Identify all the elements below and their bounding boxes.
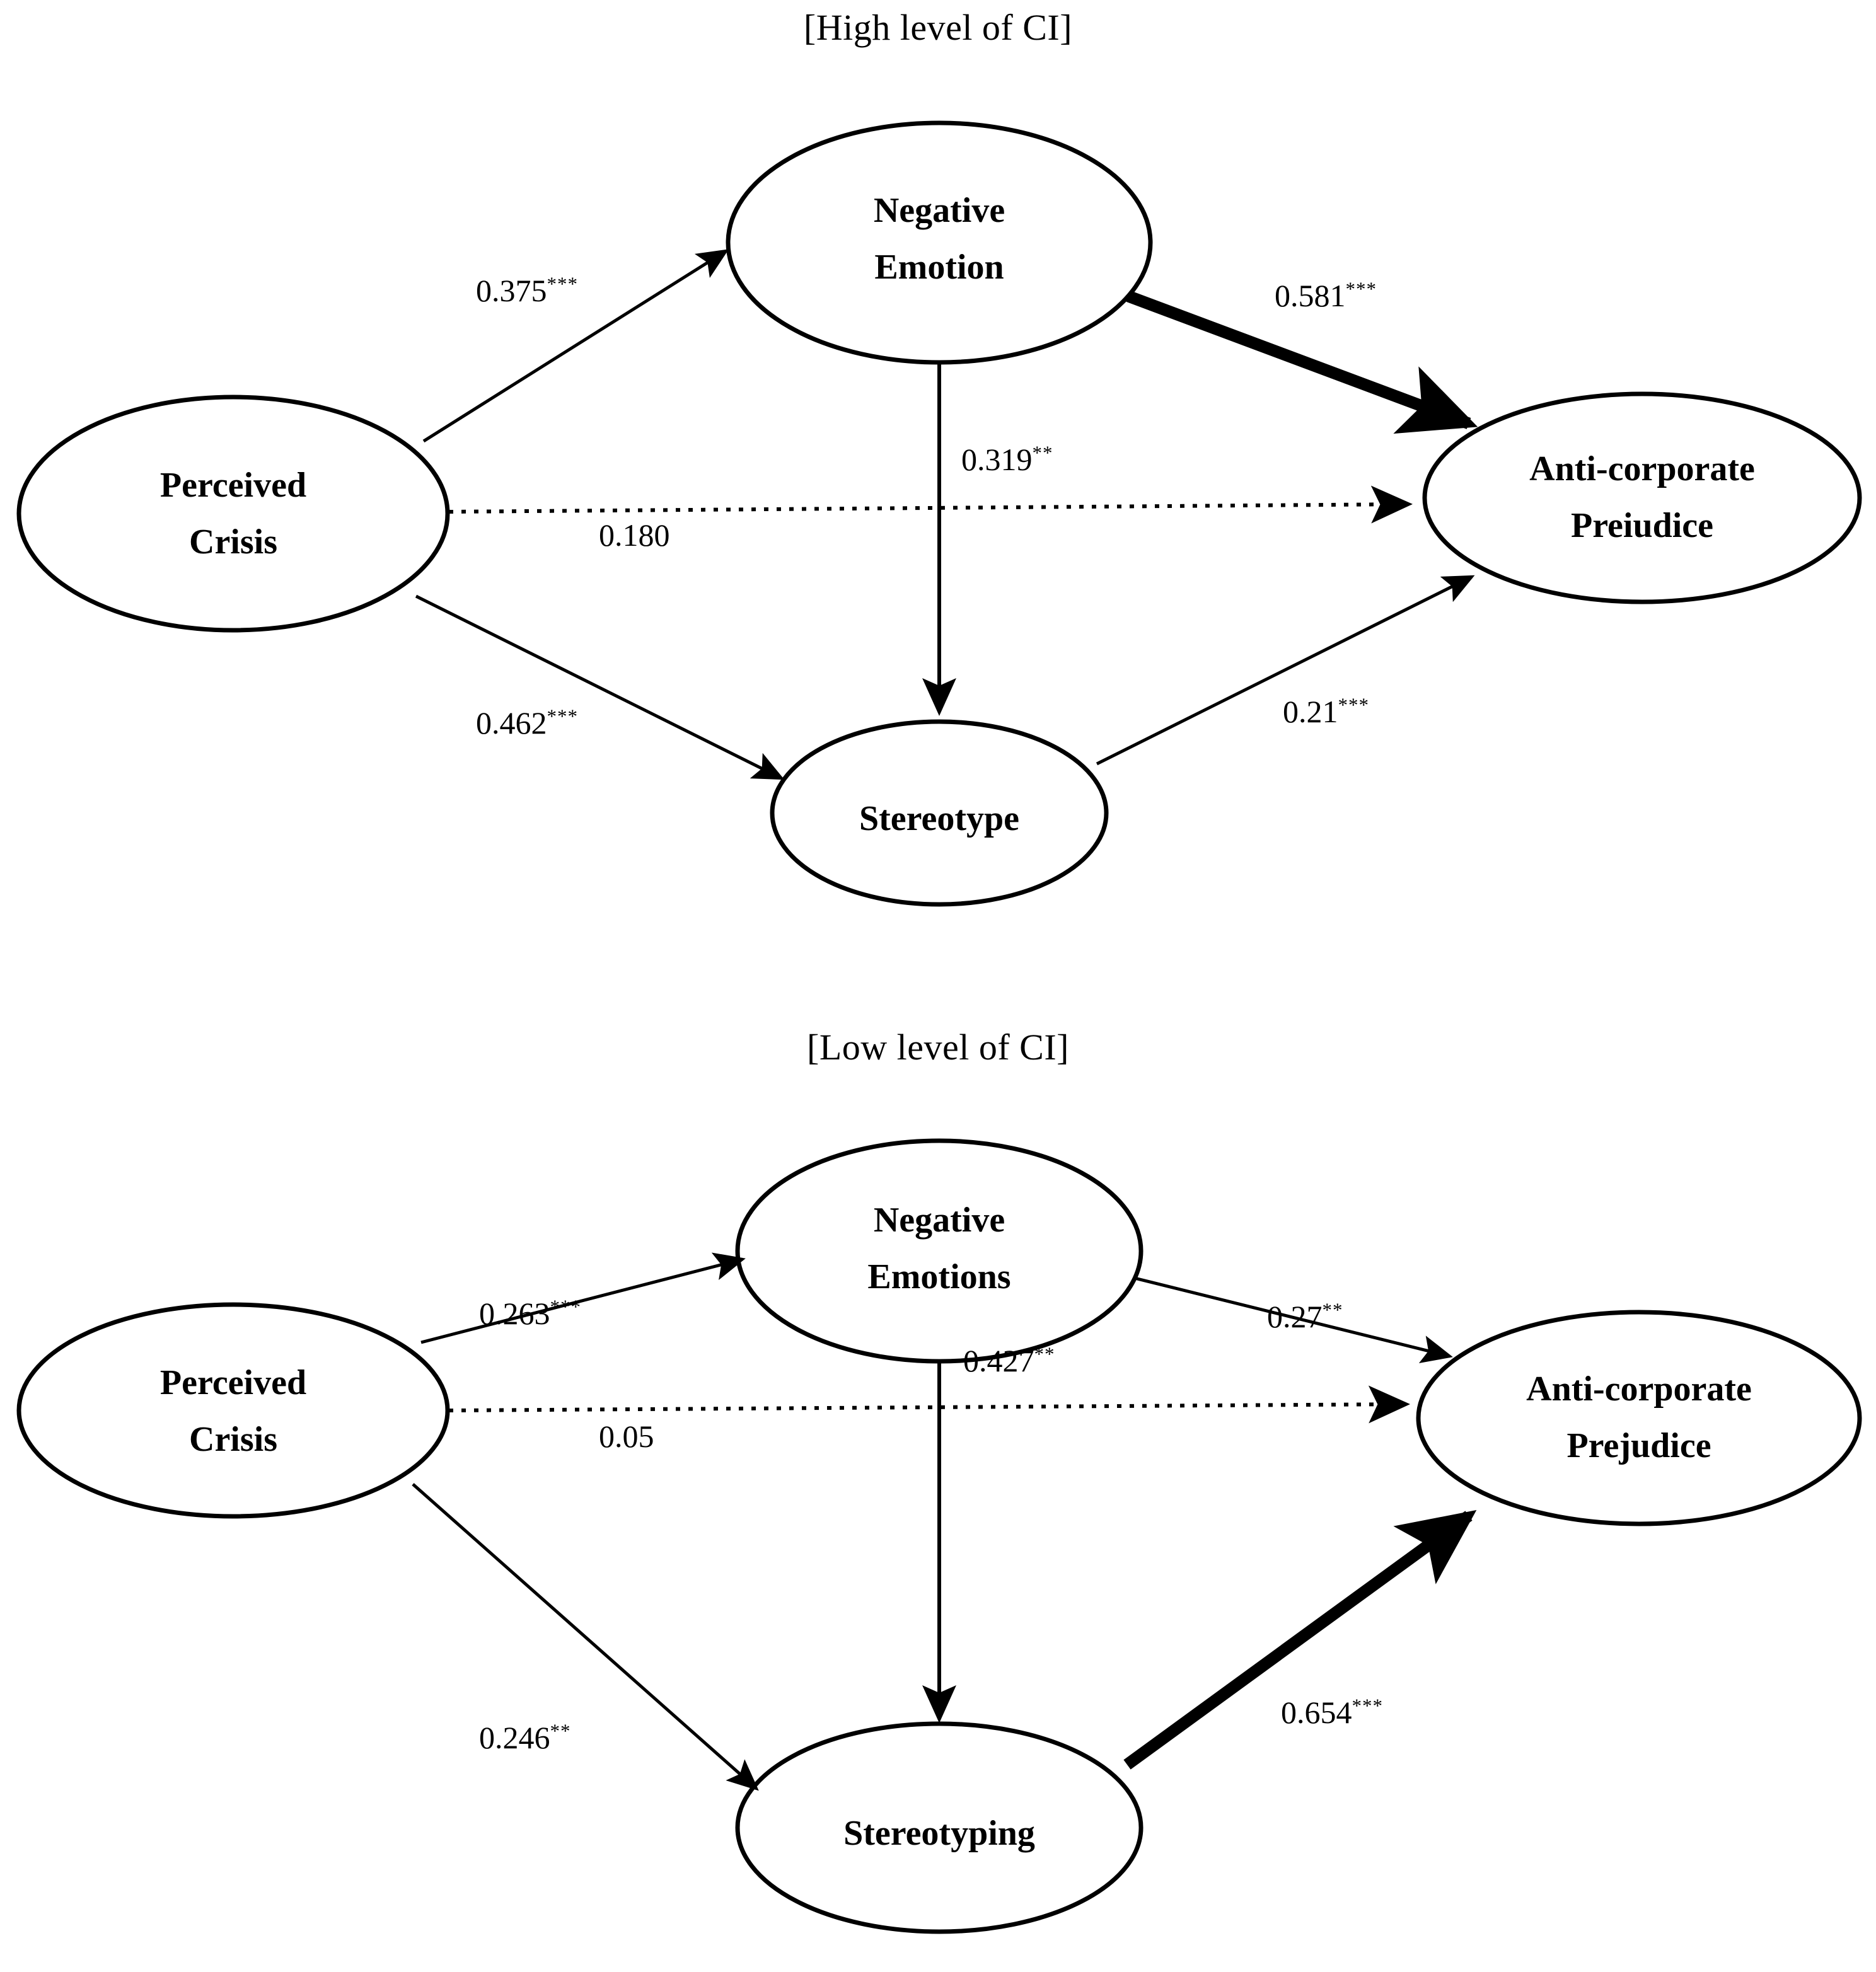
coef-value: 0.375: [476, 273, 547, 308]
coef-value: 0.180: [599, 517, 670, 553]
path-pc-to-outcome-direct: [448, 485, 1413, 524]
diagram-low-level-ci: [16, 1138, 1862, 1934]
panel-low-level-ci: [Low level of CI]: [0, 983, 1876, 1972]
coef-value: 0.27: [1267, 1299, 1323, 1334]
coef-stars: **: [1034, 1342, 1055, 1365]
path-pc-to-emotion: [422, 249, 729, 443]
panel-title-low: [Low level of CI]: [807, 1027, 1069, 1068]
path-emotions-to-outcome: [1134, 1276, 1453, 1364]
coef-stars: **: [1322, 1298, 1343, 1321]
coef-value: 0.263: [479, 1296, 550, 1331]
node-negative-emotions: [735, 1138, 1144, 1364]
coef-stereotyping-to-outcome: 0.654***: [1281, 1694, 1383, 1731]
coef-pc-to-stereotype: 0.462***: [476, 705, 578, 741]
coef-value: 0.246: [479, 1720, 550, 1755]
coef-pc-to-emotions: 0.263***: [479, 1295, 581, 1332]
node-anti-corporate-prejudice: [1416, 1310, 1862, 1526]
coef-stars: ***: [1338, 693, 1369, 716]
coef-value: 0.05: [599, 1419, 654, 1454]
coef-value: 0.427: [963, 1343, 1034, 1378]
panel-high-level-ci: [High level of CI]: [0, 0, 1876, 983]
node-negative-emotion: [726, 120, 1153, 365]
coef-stars: ***: [547, 272, 578, 295]
coef-emotions-to-outcome: 0.27**: [1267, 1298, 1343, 1335]
path-pc-to-emotions: [420, 1252, 746, 1344]
coef-value: 0.654: [1281, 1695, 1352, 1730]
node-stereotyping: [735, 1721, 1144, 1934]
path-pc-to-stereotyping: [412, 1483, 759, 1791]
node-stereotype: [770, 719, 1109, 907]
path-stereotype-to-outcome: [1096, 575, 1475, 766]
coef-emotion-to-outcome: 0.581***: [1275, 277, 1377, 314]
coef-value: 0.21: [1283, 694, 1338, 729]
coef-value: 0.462: [476, 705, 547, 741]
coef-stars: ***: [1345, 277, 1377, 300]
panel-title-high: [High level of CI]: [803, 7, 1073, 48]
coef-stars: **: [550, 1719, 571, 1742]
coef-value: 0.581: [1275, 278, 1346, 313]
coef-stars: ***: [550, 1295, 581, 1318]
coef-value: 0.319: [961, 442, 1033, 477]
coef-stars: **: [1032, 441, 1053, 464]
node-perceived-crisis: [16, 395, 450, 633]
coef-pc-to-outcome-direct: 0.180: [599, 517, 670, 553]
coef-pc-to-stereotyping: 0.246**: [479, 1719, 571, 1756]
coef-stars: ***: [547, 705, 578, 727]
coef-emotion-to-stereotype: 0.319**: [961, 441, 1053, 478]
path-pc-to-stereotype: [415, 594, 785, 780]
node-perceived-crisis: [16, 1302, 450, 1519]
coef-pc-to-outcome-direct: 0.05: [599, 1418, 654, 1455]
coef-pc-to-emotion: 0.375***: [476, 272, 578, 309]
coef-stereotype-to-outcome: 0.21***: [1283, 693, 1369, 730]
path-emotion-to-outcome: [1126, 291, 1478, 434]
node-anti-corporate-prejudice: [1422, 391, 1862, 604]
path-stereotyping-to-outcome: [1123, 1510, 1477, 1770]
path-pc-to-outcome-direct: [448, 1385, 1410, 1424]
diagram-high-level-ci: [16, 120, 1862, 907]
coef-emotions-to-stereotyping: 0.427**: [963, 1342, 1055, 1379]
coef-stars: ***: [1352, 1694, 1383, 1717]
